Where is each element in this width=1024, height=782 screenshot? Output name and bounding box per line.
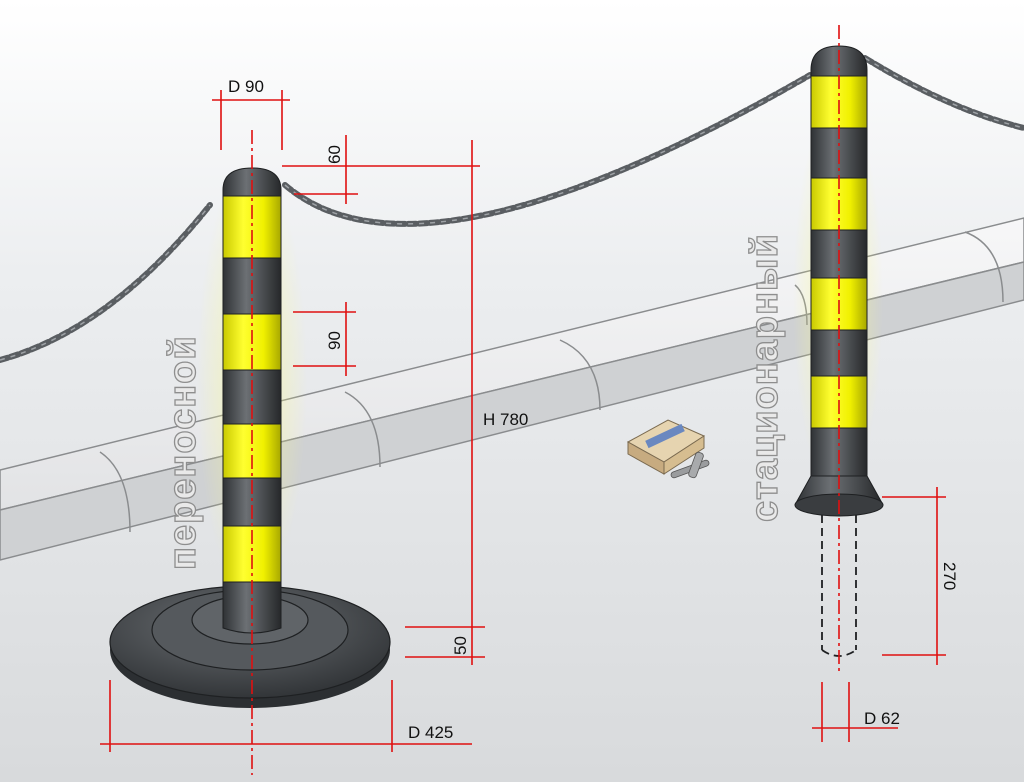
dim-60: 60 — [325, 145, 344, 164]
center-lines — [251, 25, 840, 775]
dim-d62: D 62 — [864, 709, 900, 728]
anchor-kit-icon — [626, 419, 710, 479]
dim-90-band: 90 — [325, 331, 344, 350]
dimension-labels: D 90 60 90 H 780 50 D 425 270 D 62 — [228, 77, 959, 742]
dim-d90: D 90 — [228, 77, 264, 96]
label-stationary: стационарный — [744, 233, 786, 522]
label-portable: переносной — [162, 335, 204, 570]
dim-50: 50 — [451, 636, 470, 655]
dim-d425: D 425 — [408, 723, 453, 742]
dimension-lines — [100, 90, 946, 752]
dim-h780: H 780 — [483, 410, 528, 429]
dim-270: 270 — [940, 562, 959, 590]
